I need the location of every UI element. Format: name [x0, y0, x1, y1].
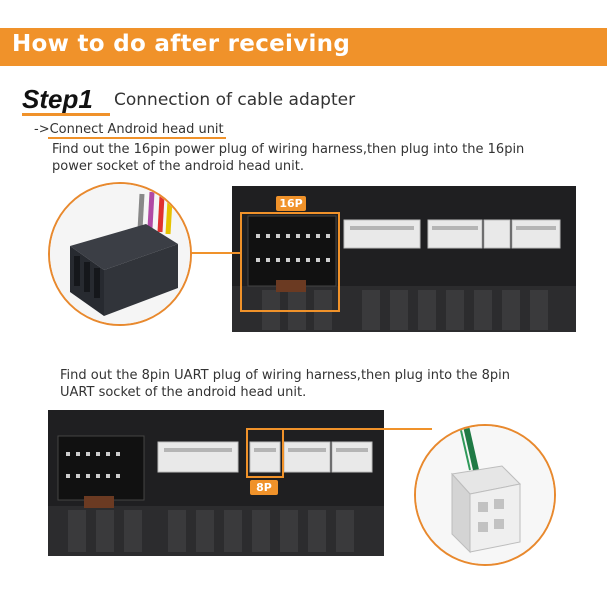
- leader-line-16p: [186, 252, 240, 254]
- instruction-16pin-line-1: Find out the 16pin power plug of wiring …: [52, 142, 525, 157]
- instruction-8pin-line-1: Find out the 8pin UART plug of wiring ha…: [60, 368, 511, 383]
- step-subtitle: Connection of cable adapter: [114, 90, 356, 110]
- highlight-8p-socket: [246, 428, 284, 478]
- highlight-16p-socket: [240, 212, 340, 312]
- header-banner: How to do after receiving: [0, 28, 607, 66]
- step-label: Step1: [22, 84, 93, 114]
- head-unit-photo-8p: [48, 410, 384, 556]
- instruction-16pin-line-2: power socket of the android head unit.: [52, 159, 304, 174]
- instruction-8pin-line-2: UART socket of the android head unit.: [60, 385, 307, 400]
- instruction-16pin: Find out the 16pin power plug of wiring …: [52, 141, 524, 175]
- sub-heading-underline: [48, 137, 226, 139]
- plug-8pin-inset: [414, 424, 556, 566]
- tag-16p: 16P: [276, 196, 306, 211]
- sub-heading: ->Connect Android head unit: [34, 122, 224, 137]
- tag-8p: 8P: [250, 480, 278, 495]
- page-title: How to do after receiving: [12, 31, 351, 57]
- plug-16pin-inset: [48, 182, 192, 326]
- leader-line-8p: [282, 428, 432, 430]
- step-heading: Step1 Connection of cable adapter: [22, 84, 582, 118]
- instruction-8pin: Find out the 8pin UART plug of wiring ha…: [60, 367, 510, 401]
- step-underline: [22, 113, 110, 116]
